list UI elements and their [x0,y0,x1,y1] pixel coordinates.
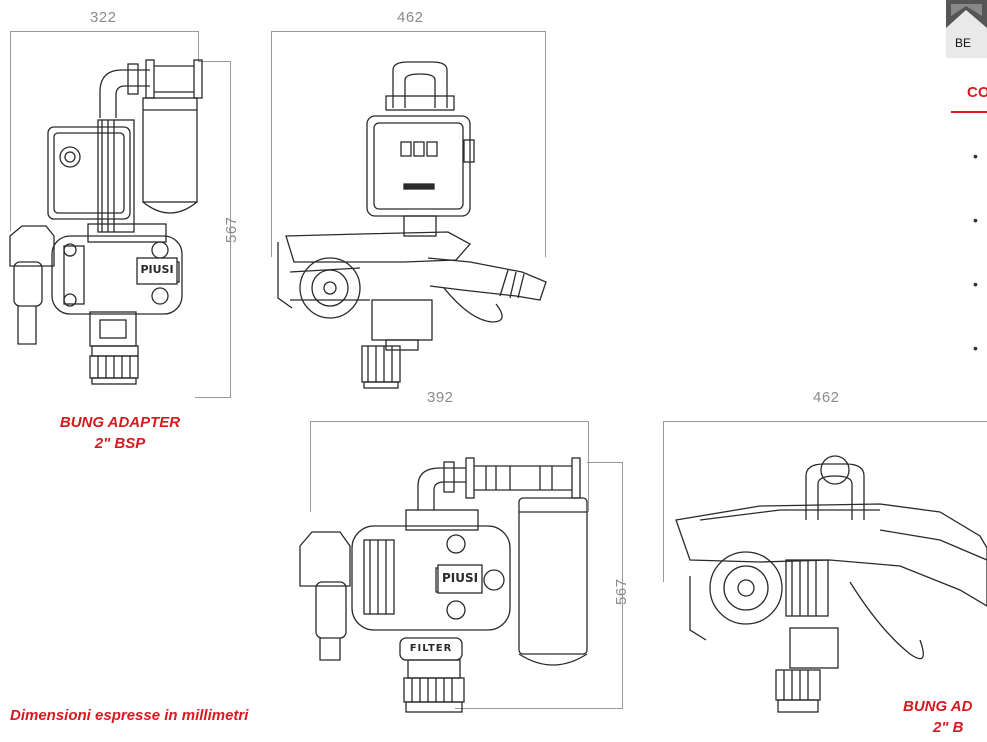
dimension-frame-1 [10,31,198,33]
dimension-frame-1-top-right [198,31,200,61]
caption-line-1: BUNG ADAPTER [59,414,181,431]
dimension-frame-1-left [10,31,12,231]
footnote-dimensions: Dimensioni espresse in millimetri [10,707,249,724]
thumbnail-image [946,0,987,28]
caption-bung-adapter: BUNG ADAPTER 2" BSP [30,412,210,454]
caption-line-2: 2" B [933,719,964,736]
caption-bung-adapter-2: BUNG AD 2" B [903,696,987,738]
bullet-item: • [973,276,978,292]
dimension-width-1: 322 [90,9,117,26]
dimension-frame-3-bottom [455,708,623,710]
dimension-frame-4 [663,421,987,582]
caption-line-1: BUNG AD [903,698,973,715]
dimension-width-3: 392 [427,389,454,406]
brand-label-3: PIUSI [441,571,479,585]
dimension-frame-2 [271,31,546,257]
filter-label-3: FILTER [409,643,453,654]
bullet-item: • [973,340,978,356]
dimension-width-4: 462 [813,389,840,406]
brand-badge-1 [136,257,178,285]
drawing-front-view-4 [675,455,987,713]
drawing-side-view-1 [9,59,203,385]
caption-line-2: 2" BSP [94,435,146,452]
dimension-frame-1-bottom [195,397,231,399]
thumbnail-label: BE [955,36,972,50]
section-underline [951,111,987,113]
brand-label-1: PIUSI [140,263,174,276]
dimension-frame-3-side [622,462,624,709]
dimension-frame-1-side [230,62,232,398]
drawing-side-view-3 [299,457,588,713]
section-title: CO [967,84,987,101]
product-thumbnail[interactable] [946,0,987,58]
dimension-frame-1-cap [198,61,231,63]
dimension-frame-3-cap [587,462,623,464]
drawing-front-view-2 [277,61,547,389]
brand-badge-3 [437,564,483,594]
bullet-item: • [973,212,978,228]
bullet-item: • [973,148,978,164]
dimension-width-2: 462 [397,9,424,26]
dimension-frame-3 [310,421,589,512]
